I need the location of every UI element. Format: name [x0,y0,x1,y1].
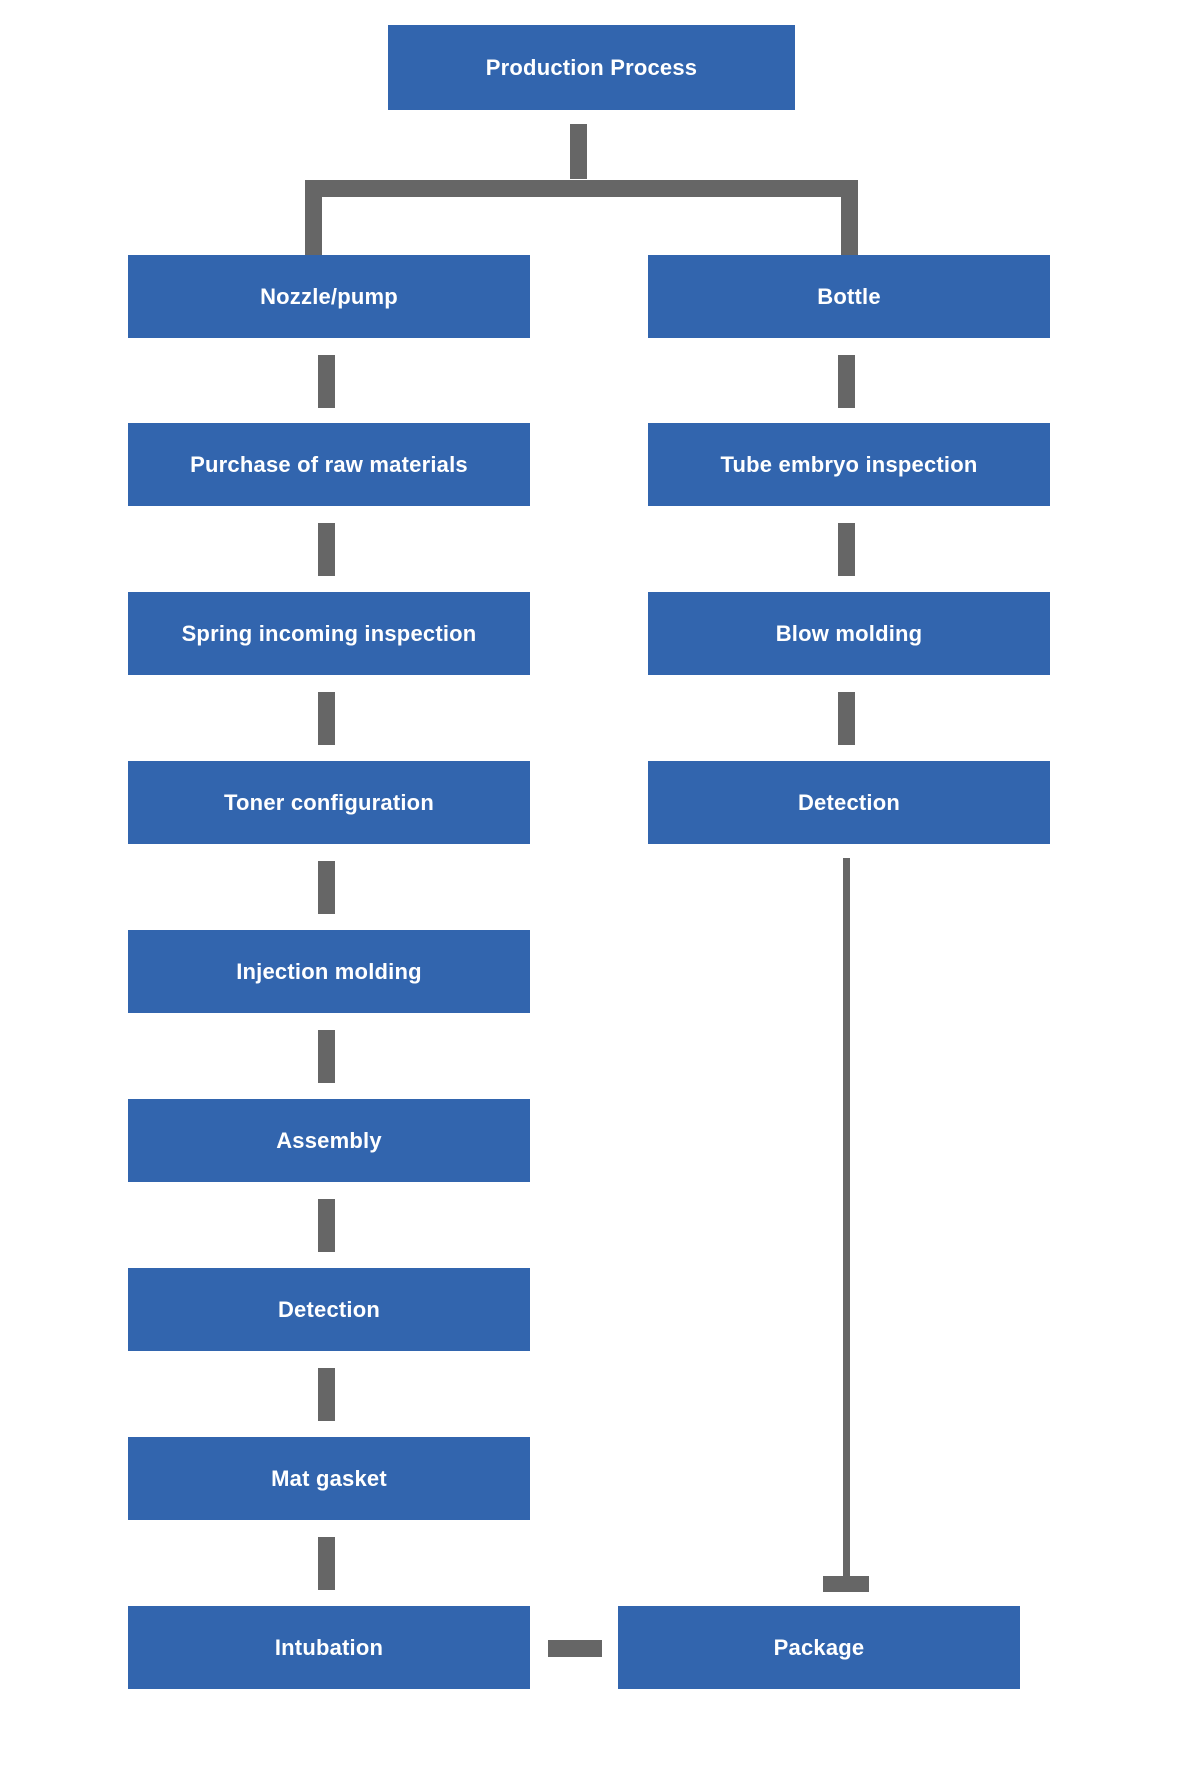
connector-left-7 [318,1368,335,1421]
node-label: Assembly [276,1127,382,1153]
node-spring-incoming-inspection[interactable]: Spring incoming inspection [128,592,530,675]
connector-split-horizontal [305,180,858,197]
node-bottle[interactable]: Bottle [648,255,1050,338]
node-label: Production Process [485,54,698,80]
node-detection-left[interactable]: Detection [128,1268,530,1351]
node-label: Mat gasket [271,1465,387,1491]
node-label: Bottle [817,283,881,309]
node-tube-embryo-inspection[interactable]: Tube embryo inspection [648,423,1050,506]
node-label: Blow molding [775,620,923,646]
connector-right-2 [838,523,855,576]
node-label: Nozzle/pump [260,283,398,309]
connector-left-8 [318,1537,335,1590]
connector-left-2 [318,523,335,576]
node-toner-configuration[interactable]: Toner configuration [128,761,530,844]
node-label: Package [773,1634,865,1660]
node-label: Toner configuration [224,789,434,815]
node-label: Purchase of raw materials [190,451,468,477]
node-label: Detection [797,789,901,815]
connector-left-3 [318,692,335,745]
connector-detection-to-package-line [843,858,850,1591]
connector-intubation-to-package [548,1640,602,1657]
node-package[interactable]: Package [618,1606,1020,1689]
node-label: Injection molding [236,958,422,984]
connector-right-1 [838,355,855,408]
node-purchase-of-raw-materials[interactable]: Purchase of raw materials [128,423,530,506]
node-label: Intubation [274,1634,384,1660]
connector-detection-to-package-arrow [823,1576,869,1592]
connector-root-down [570,124,587,179]
node-label: Detection [277,1296,381,1322]
connector-left-5 [318,1030,335,1083]
node-label: Tube embryo inspection [720,451,978,477]
connector-left-4 [318,861,335,914]
node-detection-right[interactable]: Detection [648,761,1050,844]
node-intubation[interactable]: Intubation [128,1606,530,1689]
connector-split-left-drop [305,180,322,255]
node-blow-molding[interactable]: Blow molding [648,592,1050,675]
node-mat-gasket[interactable]: Mat gasket [128,1437,530,1520]
node-label: Spring incoming inspection [181,620,477,646]
node-production-process[interactable]: Production Process [388,25,795,110]
connector-split-right-drop [841,180,858,255]
connector-left-1 [318,355,335,408]
node-assembly[interactable]: Assembly [128,1099,530,1182]
node-nozzle-pump[interactable]: Nozzle/pump [128,255,530,338]
connector-left-6 [318,1199,335,1252]
node-injection-molding[interactable]: Injection molding [128,930,530,1013]
connector-right-3 [838,692,855,745]
